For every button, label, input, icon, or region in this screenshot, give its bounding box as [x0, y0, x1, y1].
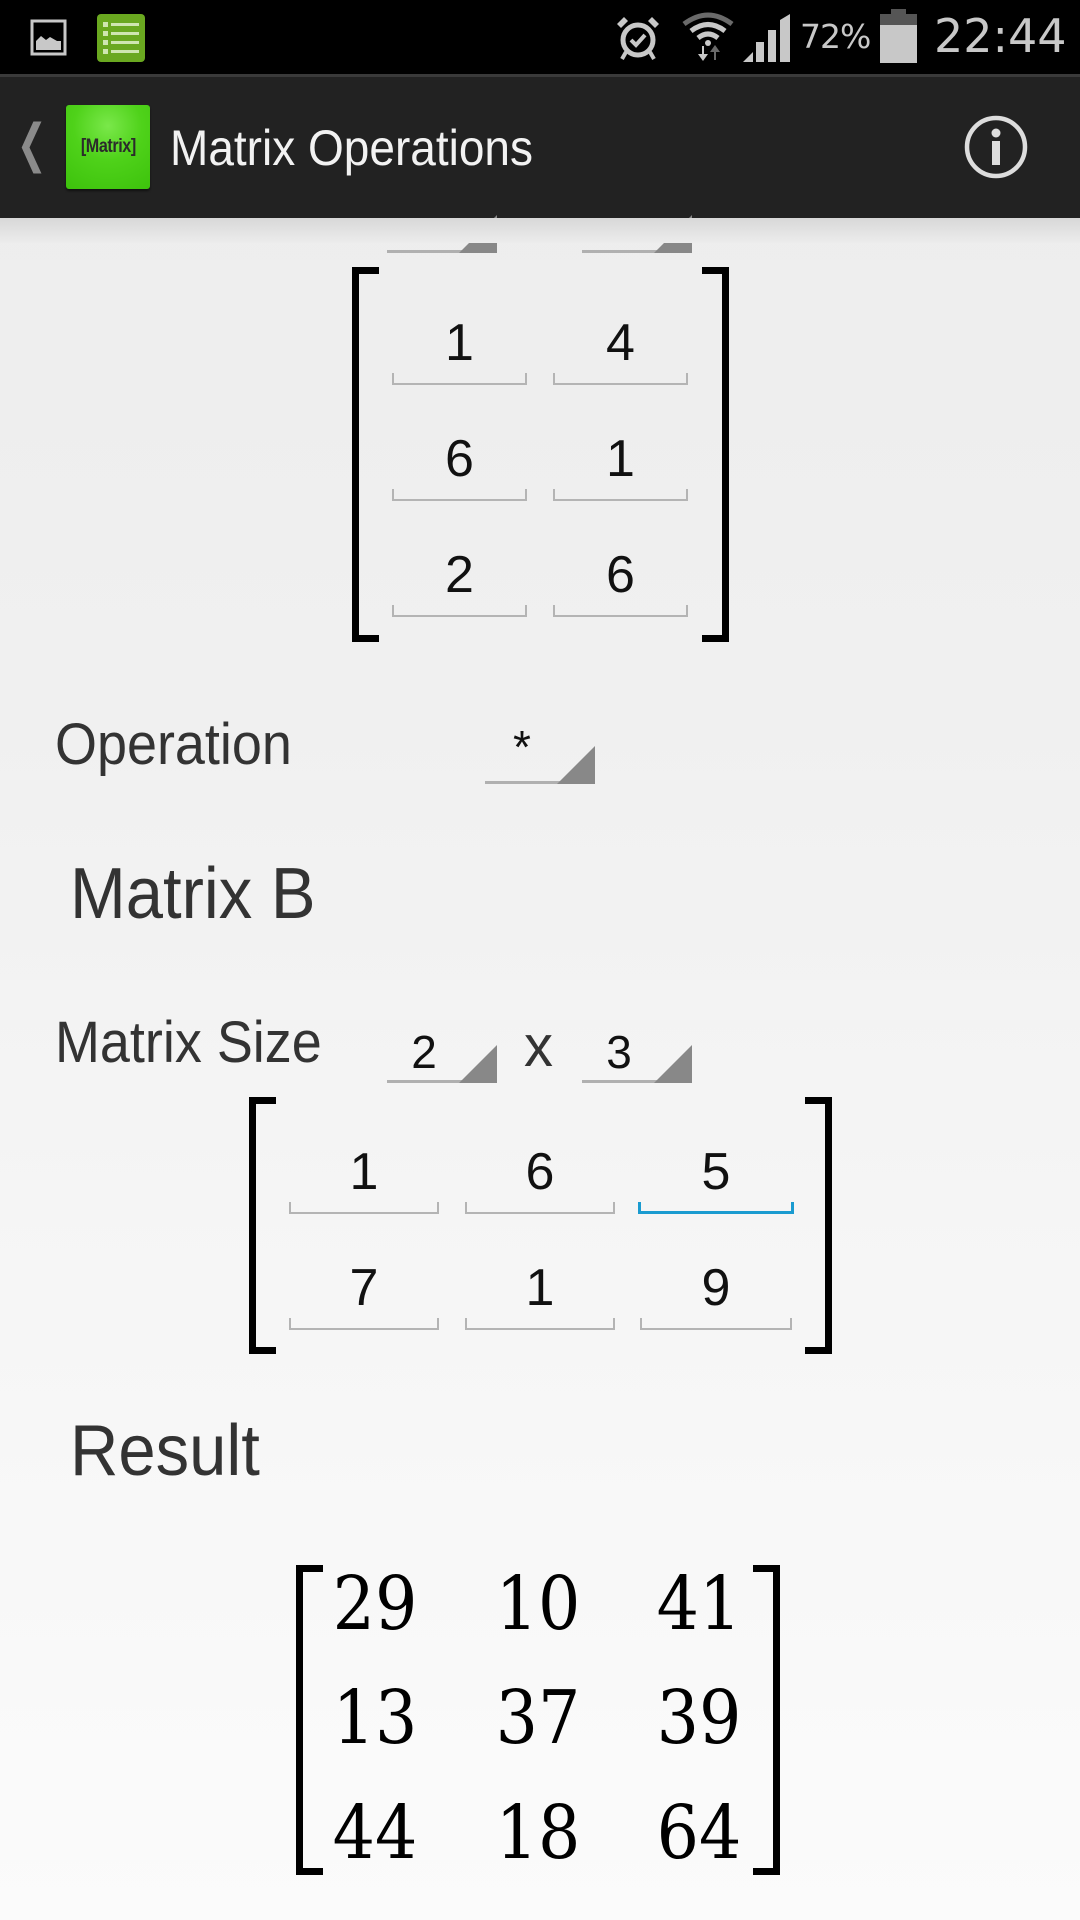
matrix-size-label: Matrix Size — [55, 1010, 322, 1075]
matrix-a-cell-2-0[interactable]: 2 — [392, 527, 527, 617]
matrix-b-heading: Matrix B — [70, 854, 316, 934]
result-cell-1-0: 13 — [332, 1675, 418, 1761]
result-right-bracket — [753, 1565, 780, 1875]
matrix-a-left-bracket — [352, 267, 379, 642]
matrix-a-cell-0-0[interactable]: 1 — [392, 295, 527, 385]
task-list-icon — [97, 14, 145, 62]
result-heading: Result — [70, 1411, 260, 1491]
size-separator: x — [524, 1014, 553, 1079]
result-cell-2-2: 64 — [656, 1790, 742, 1876]
gallery-image-icon — [30, 19, 67, 56]
matrix-a-cell-1-0[interactable]: 6 — [392, 411, 527, 501]
chevron-left-icon: ❮ — [16, 114, 48, 174]
spinner-underline — [582, 1080, 692, 1083]
page-title: Matrix Operations — [170, 120, 534, 176]
wifi-icon — [682, 10, 734, 62]
result-cell-0-0: 29 — [332, 1561, 418, 1647]
matrix-b-cell-1-1[interactable]: 1 — [465, 1240, 615, 1330]
result-cell-2-1: 18 — [495, 1790, 581, 1876]
matrix-b-right-bracket — [805, 1097, 832, 1354]
focus-underline — [638, 1202, 794, 1214]
matrix-a-cell-1-1[interactable]: 1 — [553, 411, 688, 501]
app-icon-label: [Matrix] — [80, 136, 136, 157]
dropdown-triangle-icon — [654, 1045, 692, 1083]
matrix-b-cell-0-0[interactable]: 1 — [289, 1124, 439, 1214]
alarm-icon — [614, 14, 662, 62]
battery-icon — [880, 9, 917, 63]
operation-value: * — [513, 721, 531, 773]
matrix-a-cell-2-1[interactable]: 6 — [553, 527, 688, 617]
spinner-underline — [582, 250, 692, 253]
clock-time: 22:44 — [934, 9, 1067, 63]
dropdown-triangle-icon — [459, 1045, 497, 1083]
spinner-underline — [387, 1080, 497, 1083]
result-cell-0-1: 10 — [495, 1561, 581, 1647]
result-cell-2-0: 44 — [332, 1790, 418, 1876]
app-icon[interactable]: [Matrix] — [66, 105, 150, 189]
result-cell-1-1: 37 — [495, 1675, 581, 1761]
operation-label: Operation — [55, 712, 292, 777]
signal-icon — [743, 14, 791, 62]
matrix-a-right-bracket — [702, 267, 729, 642]
info-icon — [964, 115, 1028, 179]
scroll-clip — [0, 218, 1080, 243]
operation-spinner[interactable]: * — [485, 721, 595, 784]
spinner-underline — [387, 250, 497, 253]
matrix-b-cell-0-2[interactable]: 5 — [638, 1124, 794, 1214]
action-bar — [0, 77, 1080, 218]
spinner-underline — [485, 781, 595, 784]
status-bar-divider — [0, 74, 1080, 77]
result-cell-1-2: 39 — [656, 1675, 742, 1761]
info-button[interactable] — [962, 113, 1030, 181]
dropdown-triangle-icon — [557, 746, 595, 784]
status-bar — [0, 0, 1080, 77]
matrix-b-cols-value: 3 — [606, 1026, 632, 1078]
battery-percent: 72% — [800, 17, 871, 56]
result-left-bracket — [296, 1565, 323, 1875]
matrix-b-left-bracket — [249, 1097, 276, 1354]
matrix-b-rows-spinner[interactable]: 2 — [387, 1023, 497, 1083]
matrix-b-cell-1-2[interactable]: 9 — [640, 1240, 792, 1330]
result-cell-0-2: 41 — [656, 1561, 742, 1647]
matrix-a-cell-0-1[interactable]: 4 — [553, 295, 688, 385]
matrix-b-cell-1-0[interactable]: 7 — [289, 1240, 439, 1330]
matrix-b-cell-0-1[interactable]: 6 — [465, 1124, 615, 1214]
matrix-b-cols-spinner[interactable]: 3 — [582, 1023, 692, 1083]
matrix-b-rows-value: 2 — [411, 1026, 437, 1078]
